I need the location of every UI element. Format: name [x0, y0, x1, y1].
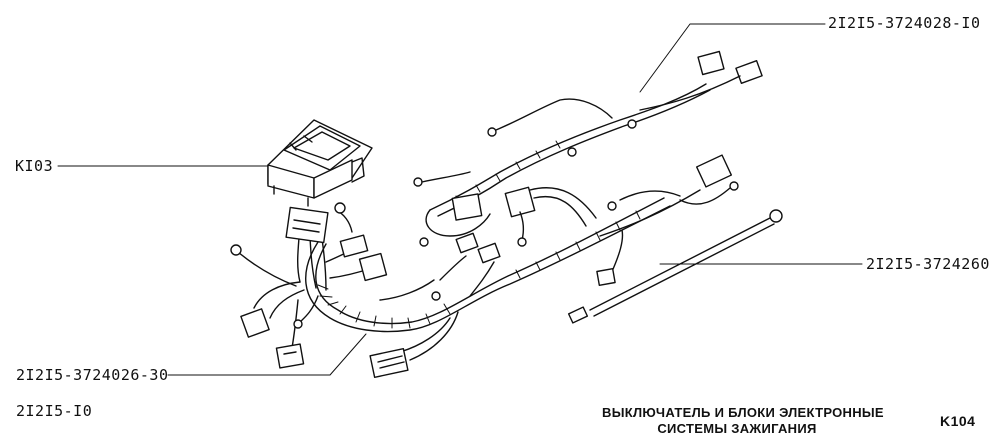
label-harness-top: 2I2I5-3724028-I0 — [828, 14, 981, 32]
label-harness-right: 2I2I5-3724260 — [866, 255, 990, 273]
label-page: K104 — [940, 413, 976, 429]
caption-line-1: ВЫКЛЮЧАТЕЛЬ И БЛОКИ ЭЛЕКТРОННЫЕ — [602, 405, 884, 420]
leader-harness-top — [639, 23, 826, 93]
caption-line-2: СИСТЕМЫ ЗАЖИГАНИЯ — [657, 421, 817, 436]
label-harness-bottom: 2I2I5-3724026-30 — [16, 366, 169, 384]
label-model: 2I2I5-I0 — [16, 402, 93, 420]
upper-harness — [413, 50, 763, 247]
main-harness-bundle — [230, 197, 671, 378]
control-unit-k103 — [267, 119, 373, 207]
label-k103: KI03 — [15, 157, 54, 175]
leader-harness-bottom — [167, 333, 367, 376]
leader-lines — [57, 23, 863, 376]
right-harness — [567, 154, 783, 324]
caption: ВЫКЛЮЧАТЕЛЬ И БЛОКИ ЭЛЕКТРОННЫЕ СИСТЕМЫ … — [602, 405, 884, 437]
